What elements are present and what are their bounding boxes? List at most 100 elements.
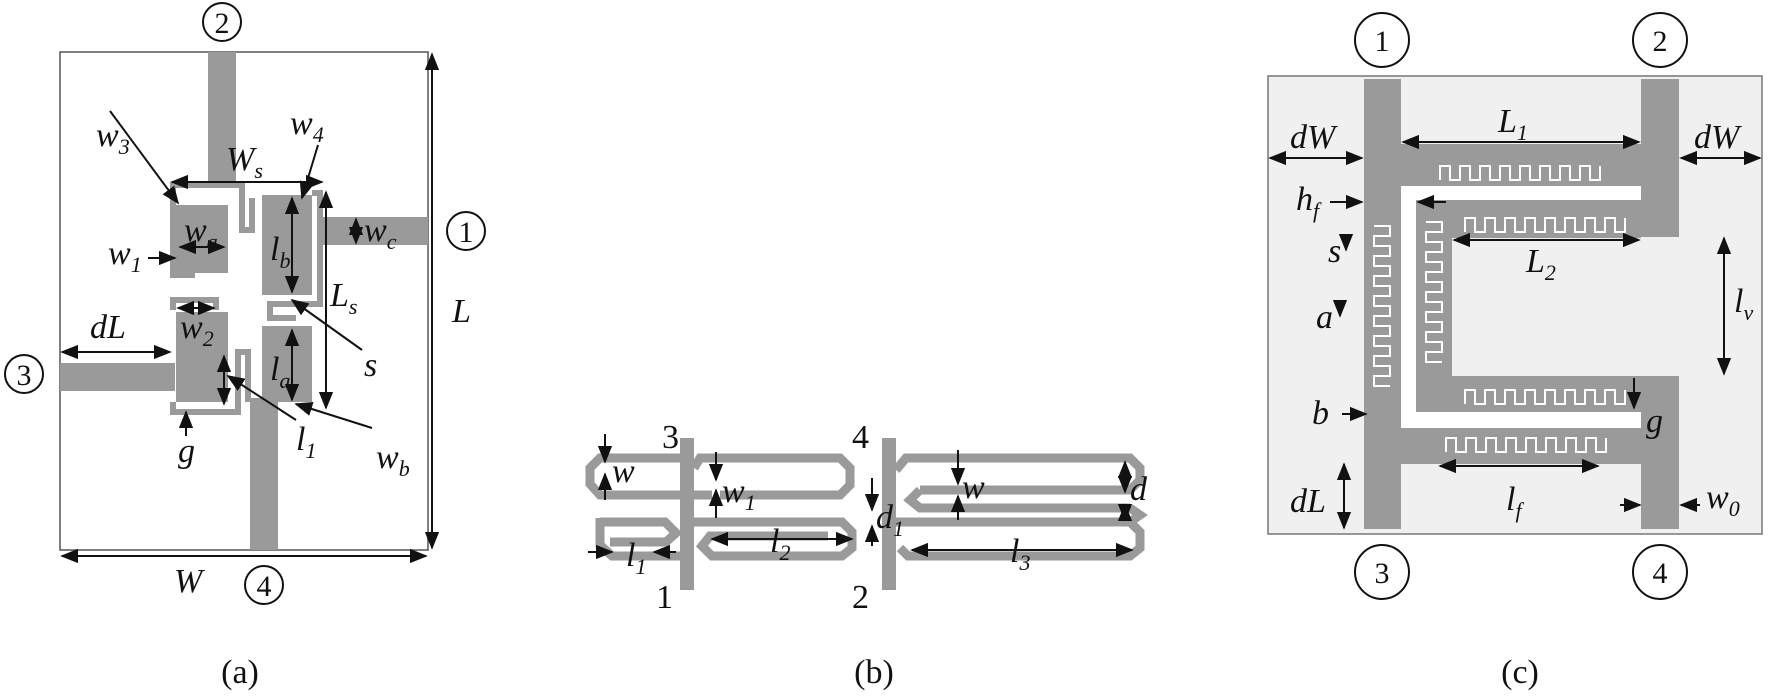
label-w3: w3 bbox=[96, 117, 130, 159]
label-dL: dL bbox=[90, 309, 126, 346]
meander-b2-bottom bbox=[694, 517, 857, 561]
label-w4: w4 bbox=[290, 105, 324, 147]
line-c-inner-bottom bbox=[1416, 376, 1641, 412]
port-label-4: 4 bbox=[257, 570, 272, 603]
label-c-L2: L2 bbox=[1525, 243, 1556, 285]
port-label-c-4: 4 bbox=[1653, 557, 1668, 590]
label-la: la bbox=[270, 351, 290, 393]
label-b-l1: l1 bbox=[626, 537, 646, 579]
meander-b1-inner bbox=[600, 517, 683, 547]
fingers-c-left bbox=[1373, 225, 1391, 387]
port-circle-1 bbox=[446, 211, 486, 251]
port-circle-c-4 bbox=[1632, 544, 1688, 600]
panel-a: 2 1 3 4 w3 w4 Ws wa wc w1 lb Ls L bbox=[4, 2, 486, 691]
port-circle-c-1 bbox=[1354, 12, 1410, 68]
line-c-right-top bbox=[1641, 79, 1679, 237]
leader-w3 bbox=[109, 110, 180, 205]
port-circle-3 bbox=[4, 354, 44, 394]
label-c-s: s bbox=[1328, 233, 1341, 270]
label-c-lv: lv bbox=[1734, 283, 1753, 325]
meander-b3-mid bbox=[903, 486, 1130, 513]
feed-port-2 bbox=[208, 52, 236, 182]
caption-c: (c) bbox=[1501, 654, 1539, 691]
label-c-g: g bbox=[1646, 403, 1663, 440]
label-W: W bbox=[174, 563, 205, 600]
fingers-c-bottom bbox=[1445, 437, 1607, 453]
leader-l1 bbox=[226, 375, 297, 421]
label-g: g bbox=[178, 433, 195, 470]
line-c-bottom bbox=[1401, 428, 1641, 464]
panel-b: 3 4 1 2 w w1 d1 w d l1 l2 l3 (b) bbox=[585, 419, 1148, 691]
label-wa: wa bbox=[184, 212, 218, 254]
label-b-d: d bbox=[1130, 471, 1148, 508]
label-c-dL: dL bbox=[1290, 483, 1326, 520]
label-L: L bbox=[451, 293, 471, 330]
label-c-lf: lf bbox=[1506, 481, 1524, 523]
line-c-right-bottom bbox=[1641, 376, 1679, 529]
meander-b3-top bbox=[892, 453, 1145, 495]
caption-a: (a) bbox=[221, 654, 259, 691]
port-circle-c-2 bbox=[1632, 12, 1688, 68]
port-b-1: 1 bbox=[656, 579, 673, 616]
label-Ls: Ls bbox=[329, 277, 357, 319]
caption-b: (b) bbox=[854, 654, 894, 691]
port-circle-2 bbox=[202, 2, 242, 42]
label-b-w1: w1 bbox=[722, 473, 756, 515]
feed-b-4-2 bbox=[882, 438, 896, 590]
feed-port-3 bbox=[60, 363, 175, 391]
port-b-2: 2 bbox=[852, 579, 869, 616]
port-b-4: 4 bbox=[852, 419, 869, 456]
feed-port-1 bbox=[318, 217, 428, 245]
port-circle-4 bbox=[244, 565, 284, 605]
label-c-a: a bbox=[1316, 299, 1333, 336]
port-circle-c-3 bbox=[1354, 544, 1410, 600]
label-c-hf: hf bbox=[1296, 181, 1322, 223]
meander-b3-turn bbox=[1127, 504, 1148, 526]
label-c-w0: w0 bbox=[1706, 479, 1740, 521]
meander-b2-top bbox=[690, 453, 855, 500]
port-label-c-3: 3 bbox=[1375, 557, 1390, 590]
port-label-c-2: 2 bbox=[1653, 25, 1668, 58]
label-b-w-right: w bbox=[962, 469, 985, 506]
label-l1: l1 bbox=[296, 421, 316, 463]
label-c-dW-right: dW bbox=[1694, 119, 1742, 156]
slot-c-left bbox=[1401, 186, 1416, 428]
port-b-3: 3 bbox=[662, 419, 679, 456]
label-wc: wc bbox=[364, 212, 397, 254]
label-b-l3: l3 bbox=[1010, 533, 1030, 575]
trace-a4 bbox=[170, 297, 219, 310]
slot-c-top bbox=[1401, 186, 1641, 200]
label-lb: lb bbox=[270, 231, 290, 273]
fingers-c-inner-top bbox=[1464, 217, 1626, 233]
feed-port-4 bbox=[250, 398, 278, 550]
meander-b1-top bbox=[585, 453, 690, 500]
port-label-c-1: 1 bbox=[1375, 25, 1390, 58]
feed-b-3-1 bbox=[680, 438, 694, 590]
label-w1: w1 bbox=[108, 235, 142, 277]
label-c-dW-left: dW bbox=[1290, 119, 1338, 156]
leader-wb bbox=[294, 402, 373, 429]
fingers-c-top bbox=[1439, 165, 1601, 181]
fingers-c-inner-left bbox=[1425, 221, 1443, 363]
label-b-d1: d1 bbox=[876, 499, 904, 541]
port-label-2: 2 bbox=[215, 7, 230, 40]
line-c-left bbox=[1364, 79, 1401, 529]
fingers-c-inner-bottom bbox=[1464, 389, 1626, 405]
line-c-inner-left bbox=[1416, 200, 1452, 412]
leader-w4 bbox=[299, 144, 319, 200]
label-Ws: Ws bbox=[226, 141, 263, 183]
label-w2: w2 bbox=[180, 309, 214, 351]
slot-c-bottom bbox=[1401, 412, 1641, 428]
port-label-3: 3 bbox=[17, 359, 32, 392]
substrate-a bbox=[59, 51, 429, 551]
leader-s bbox=[290, 298, 363, 351]
panel-c: 1 2 3 4 dW L1 dW hf s L2 lv a b g dL l bbox=[1267, 12, 1763, 691]
label-b-l2: l2 bbox=[770, 523, 790, 565]
label-s: s bbox=[364, 347, 377, 384]
label-b-w-left: w bbox=[612, 453, 635, 490]
label-c-L1: L1 bbox=[1497, 103, 1528, 145]
port-label-1: 1 bbox=[459, 216, 474, 249]
label-c-b: b bbox=[1312, 395, 1329, 432]
